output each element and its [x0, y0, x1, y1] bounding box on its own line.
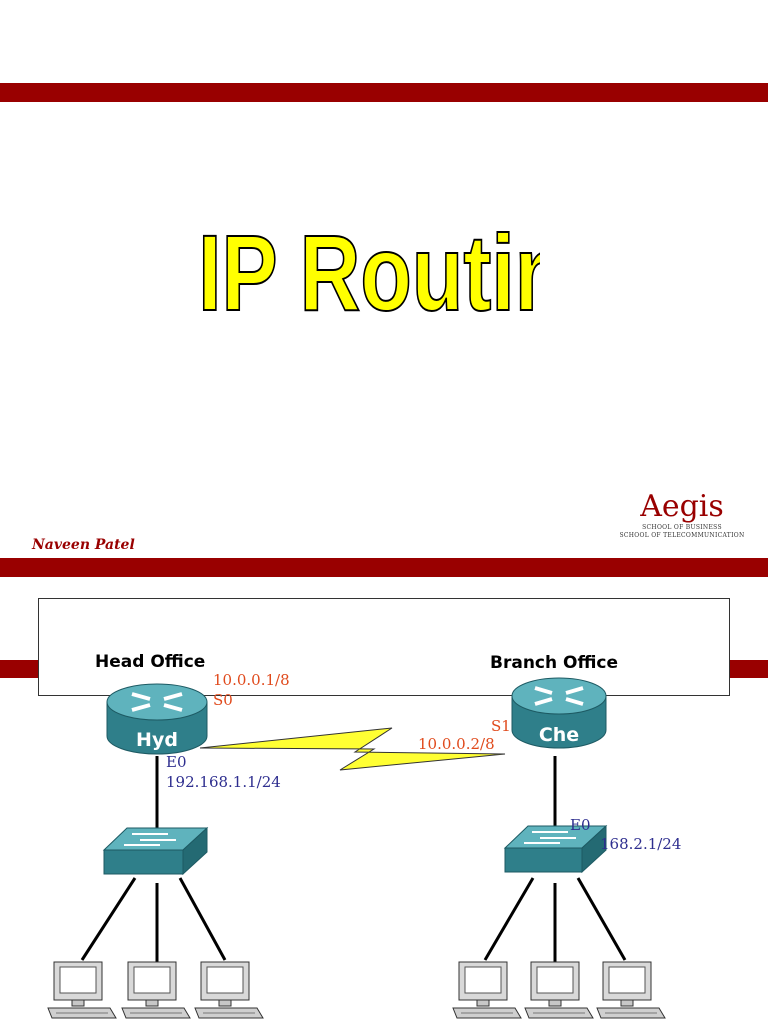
che-serial-ip: 10.0.0.2/8: [418, 735, 495, 753]
title-text: IP Routing: [198, 215, 540, 333]
cable: [80, 877, 137, 961]
diagram-slide: Hyd Che Head Office: [0, 578, 768, 1024]
serial-link-icon: [199, 727, 506, 771]
author-name: Naveen Patel: [32, 537, 135, 553]
switch-hyd-icon[interactable]: [102, 826, 209, 876]
hyd-serial-interface: S0: [213, 691, 233, 709]
head-office-title: Head Office: [95, 652, 206, 672]
pc-icon[interactable]: [121, 961, 191, 1019]
router-hyd-icon[interactable]: Hyd: [106, 683, 208, 755]
cable: [576, 877, 627, 961]
router-che-label: Che: [539, 724, 579, 746]
logo-word: Aegis: [640, 489, 724, 524]
branch-office-title: Branch Office: [490, 653, 619, 673]
switch-che-icon[interactable]: [503, 824, 608, 874]
aegis-logo: Aegis SCHOOL OF BUSINESS SCHOOL OF TELEC…: [612, 490, 752, 540]
router-hyd-label: Hyd: [136, 729, 178, 751]
router-che-icon[interactable]: Che: [511, 677, 607, 749]
che-eth-interface: E0: [570, 816, 591, 834]
logo-line-2: SCHOOL OF TELECOMMUNICATION: [619, 532, 745, 539]
title-box: [38, 598, 730, 696]
bottom-bar: [0, 558, 768, 577]
hyd-eth-interface: E0: [166, 753, 187, 771]
pc-icon[interactable]: [524, 961, 594, 1019]
cable: [178, 877, 227, 961]
che-eth-ip: 168.2.1/24: [600, 835, 682, 853]
pc-icon[interactable]: [194, 961, 264, 1019]
title-slide: IP Routing Naveen Patel Aegis SCHOOL OF …: [0, 83, 768, 577]
hyd-serial-ip: 10.0.0.1/8: [213, 671, 290, 689]
pc-icon[interactable]: [596, 961, 666, 1019]
pc-icon[interactable]: [452, 961, 522, 1019]
cable: [483, 877, 535, 961]
network-diagram: Hyd Che: [47, 677, 666, 1019]
slide-title: IP Routing: [197, 215, 540, 334]
hyd-eth-ip: 192.168.1.1/24: [166, 773, 281, 791]
pc-icon[interactable]: [47, 961, 117, 1019]
logo-line-1: SCHOOL OF BUSINESS: [642, 524, 722, 531]
top-bar: [0, 83, 768, 102]
che-serial-interface: S1: [491, 717, 511, 735]
